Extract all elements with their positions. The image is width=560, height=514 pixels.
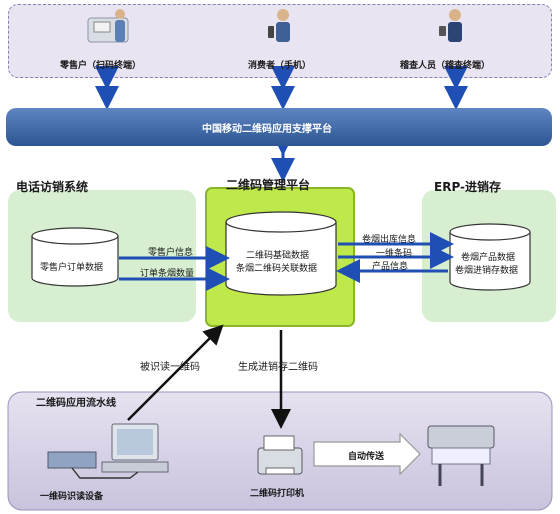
qr-db-label-1: 二维码基础数据: [246, 251, 310, 261]
qr-db-label-2: 条烟二维码关联数据: [236, 264, 318, 274]
qr-manage-title: 二维码管理平台: [226, 178, 311, 192]
barcode-label: 一维条码: [376, 249, 413, 259]
inspector-label: 稽查人员（稽查终端）: [400, 61, 491, 71]
left-flow-arrows: [119, 246, 230, 291]
product-info-label: 产品信息: [372, 262, 409, 272]
conveyor-arrow: [313, 432, 421, 476]
phone-sales-title: 电话访销系统: [16, 180, 89, 194]
platform-bar-shape: [6, 108, 552, 146]
order-db-cylinder: [31, 227, 119, 287]
platform-bar-label: 中国移动二维码应用支撑平台: [202, 124, 332, 135]
pipeline-title: 二维码应用流水线: [36, 398, 116, 409]
inspector-icon: [439, 9, 462, 42]
user-platform-arrows: [95, 66, 468, 182]
erp-db-cylinder: [449, 223, 531, 291]
retailer-icon: [87, 9, 129, 43]
retailer-info-label: 零售户信息: [148, 248, 194, 258]
erp-title: ERP-进销存: [434, 180, 502, 194]
barcode-reader-icon: [47, 423, 169, 479]
printer-icon: [257, 435, 303, 475]
qr-db-cylinder: [225, 211, 337, 296]
reader-label: 一维码识读设备: [40, 492, 104, 502]
right-flow-arrows: [336, 232, 454, 283]
consumer-label: 消费者（手机）: [248, 61, 312, 71]
plotter-icon: [427, 425, 495, 486]
outbound-label: 卷烟出库信息: [362, 235, 417, 245]
conveyor-label: 自动传送: [348, 452, 385, 462]
erp-db-label-1: 卷烟产品数据: [461, 253, 516, 263]
retailer-label: 零售户（扫码终端）: [60, 61, 142, 71]
order-db-label: 零售户订单数据: [40, 263, 104, 273]
mid-arrows: [127, 324, 291, 429]
printer-label: 二维码打印机: [250, 489, 305, 499]
read-1d-label: 被识读一维码: [140, 362, 200, 373]
order-qty-label: 订单条烟数量: [140, 269, 195, 279]
gen-2d-label: 生成进销存二维码: [238, 362, 318, 373]
consumer-icon: [268, 9, 290, 42]
erp-db-label-2: 卷烟进销存数据: [455, 266, 519, 276]
